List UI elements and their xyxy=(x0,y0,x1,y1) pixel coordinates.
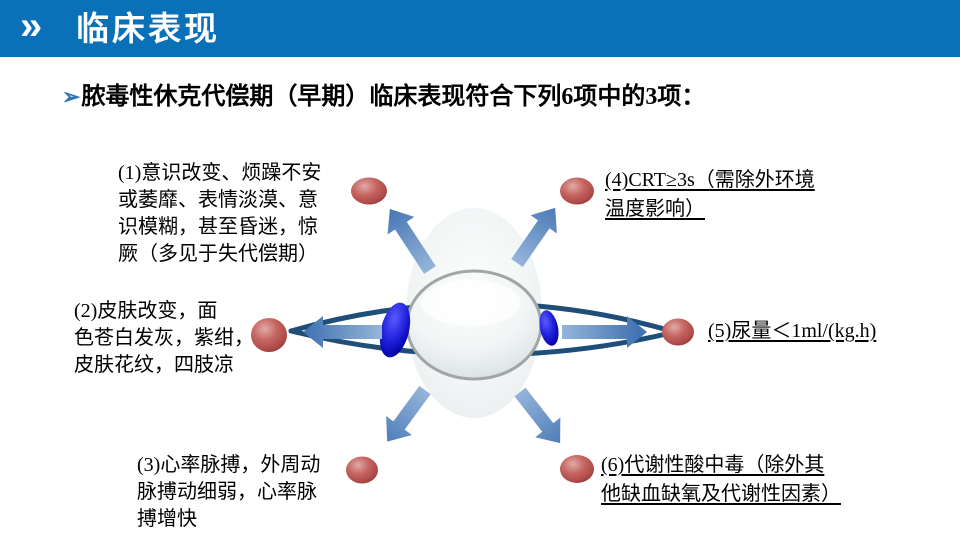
arrow-down-left xyxy=(386,385,431,442)
arrow-up-right xyxy=(511,207,557,267)
slide-heading: ➢脓毒性休克代偿期（早期）临床表现符合下列6项中的3项： xyxy=(62,82,902,112)
node-3 xyxy=(346,456,378,484)
arrow-bullet-icon: ➢ xyxy=(62,84,81,109)
node-5 xyxy=(662,318,694,346)
label-item-2: (2)皮肤改变，面 色苍白发灰，紫绀， 皮肤花纹，四肢凉 xyxy=(74,300,254,376)
blob-left xyxy=(379,302,411,358)
title-banner: » 临床表现 xyxy=(0,0,960,57)
label-item-3: (3)心率脉搏，外周动 脉搏动细弱，心率脉 搏增快 xyxy=(137,454,321,530)
node-1 xyxy=(351,177,387,205)
heading-text: 脓毒性休克代偿期（早期）临床表现符合下列6项中的3项： xyxy=(81,84,706,110)
arrow-left xyxy=(303,316,382,348)
sphere-highlight xyxy=(421,280,521,326)
arrow-down-right xyxy=(514,387,561,444)
node-4 xyxy=(560,177,594,205)
blob-right xyxy=(539,310,559,346)
node-2 xyxy=(251,318,287,352)
label-item-5: (5)尿量＜1ml/(kg.h) xyxy=(708,320,877,342)
double-chevron-icon: » xyxy=(20,4,43,48)
arrow-right xyxy=(562,316,647,348)
slide-title: 临床表现 xyxy=(76,10,220,47)
label-item-6: (6)代谢性酸中毒（除外其 他缺血缺氧及代谢性因素） xyxy=(601,454,841,505)
label-item-1: (1)意识改变、烦躁不安 或萎靡、表情淡漠、意 识模糊，甚至昏迷，惊 厥（多见于… xyxy=(118,162,322,265)
node-6 xyxy=(560,455,594,483)
label-item-4: (4)CRT≥3s（需除外环境 温度影响） xyxy=(605,169,815,220)
arrow-up-left xyxy=(387,208,436,274)
